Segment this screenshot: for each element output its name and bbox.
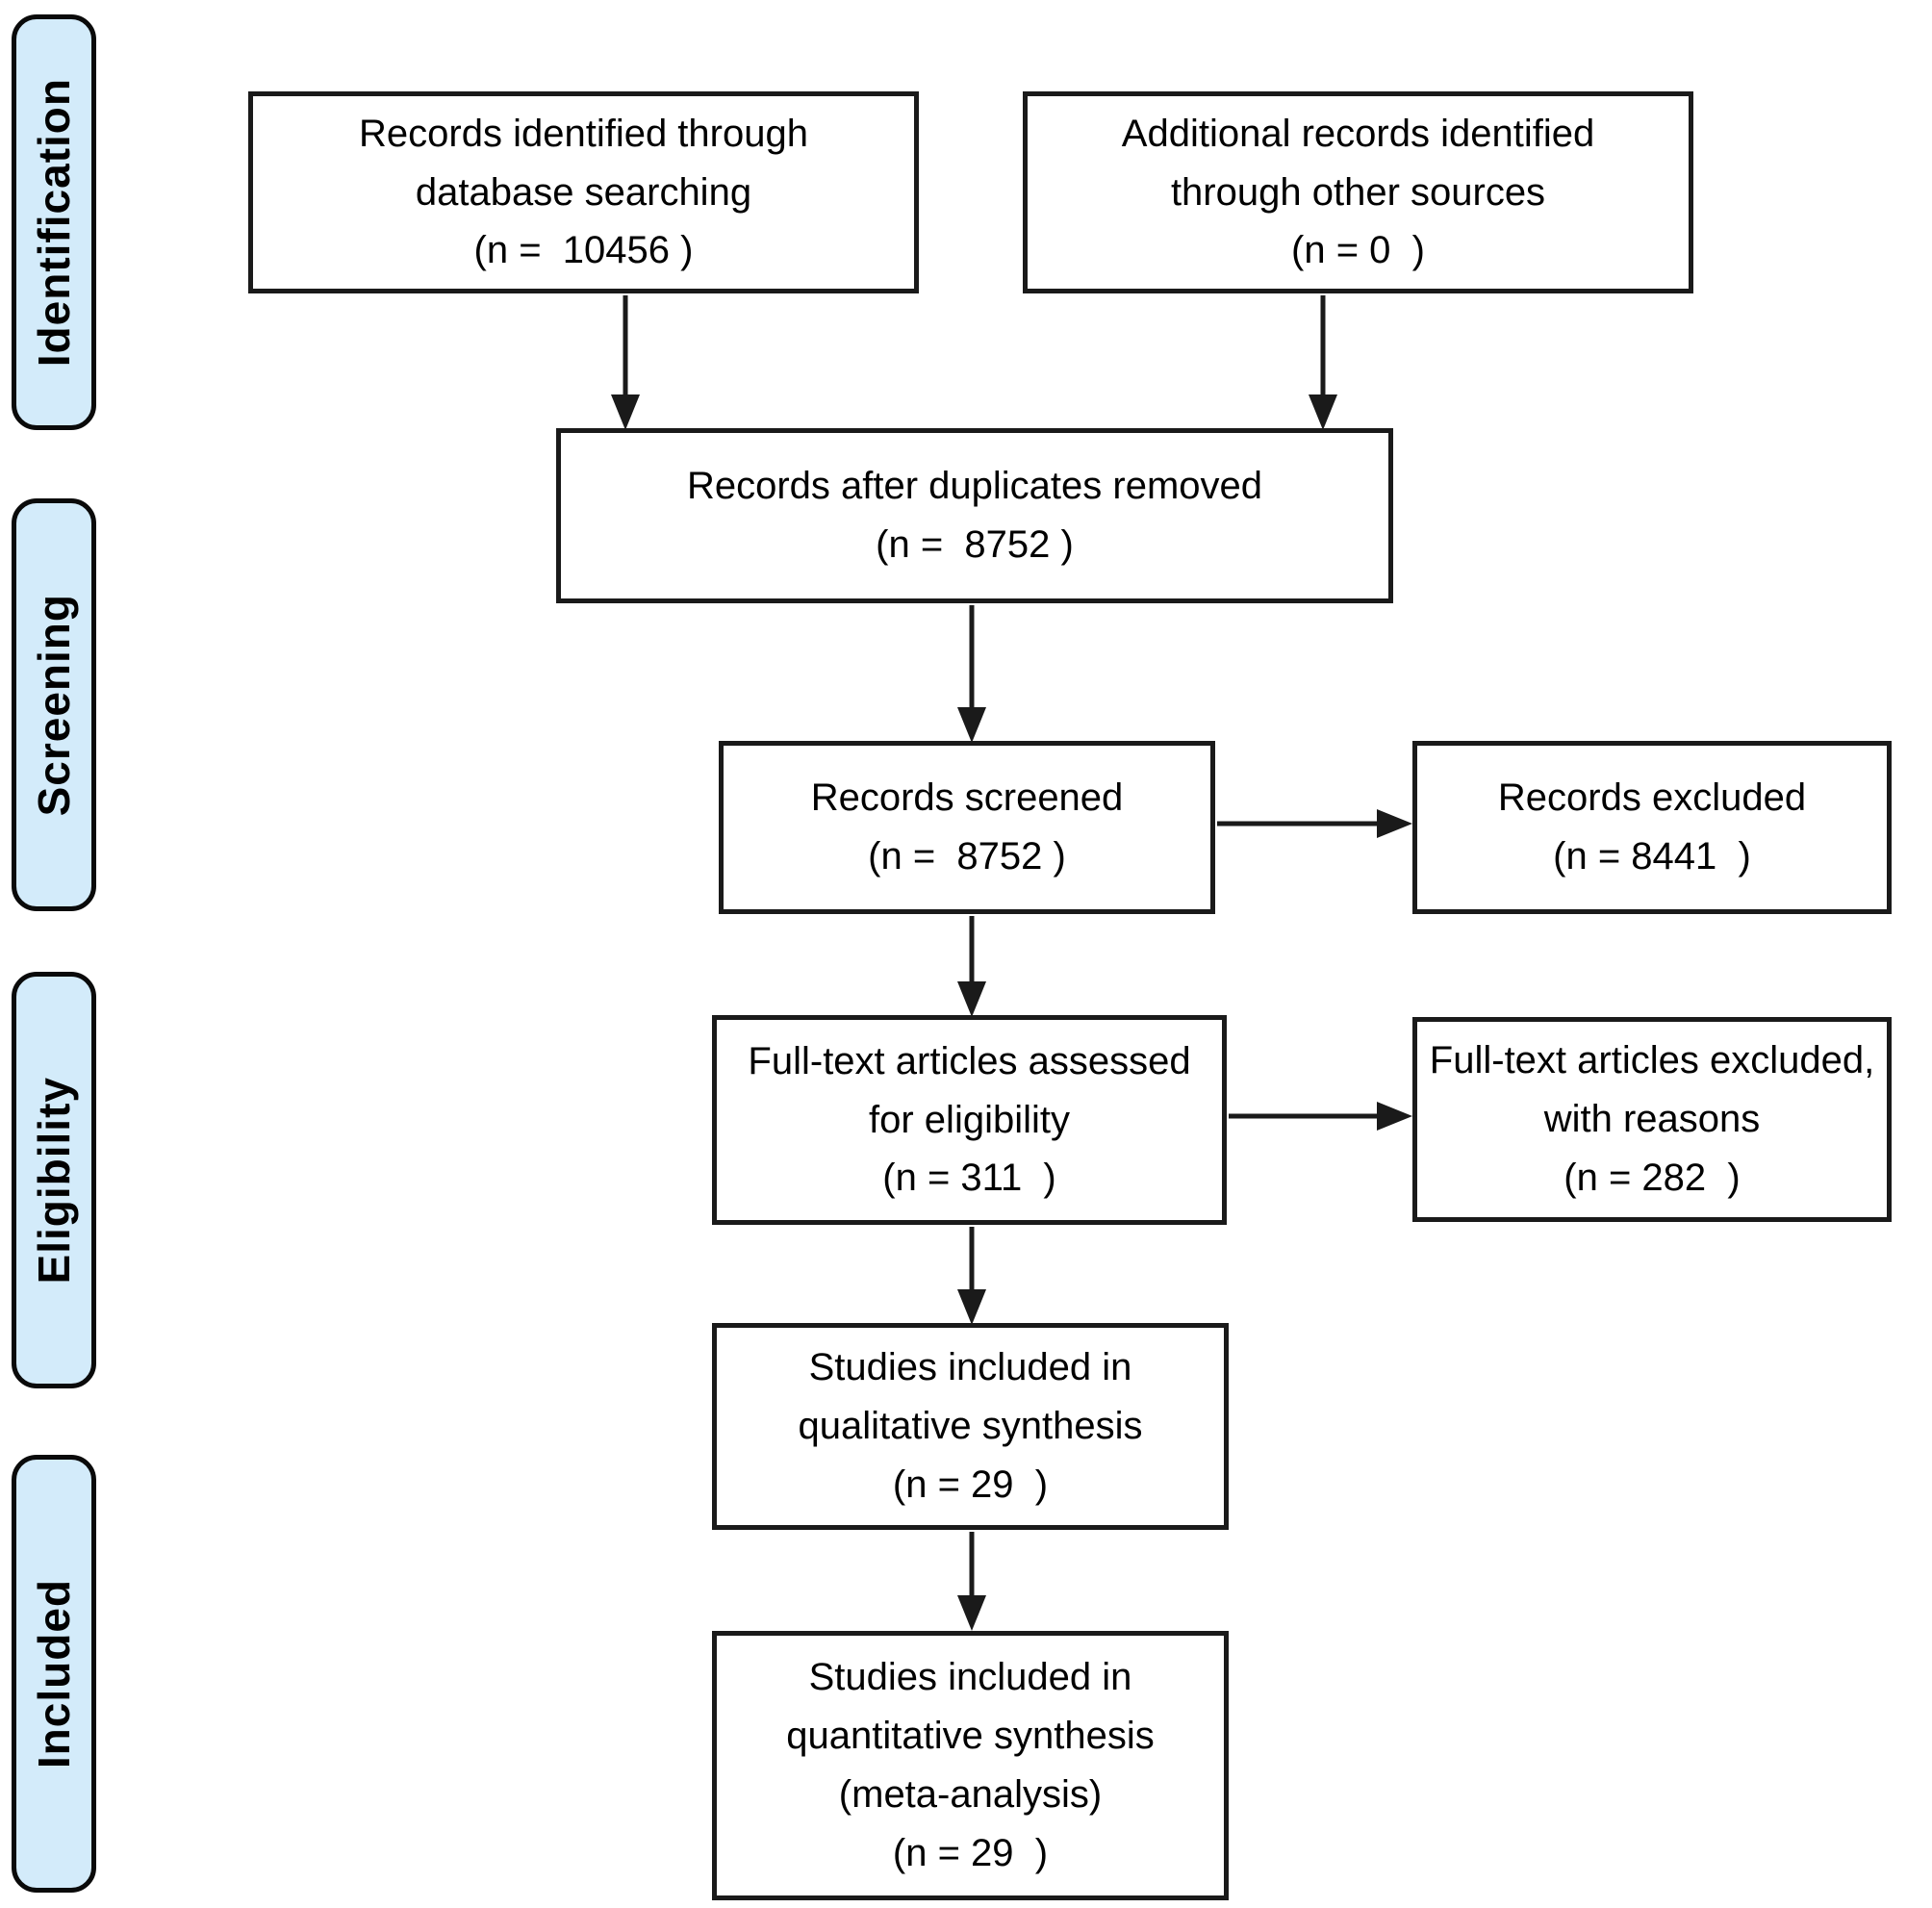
box-line: database searching bbox=[415, 170, 752, 214]
box-line: quantitative synthesis bbox=[786, 1715, 1155, 1758]
box-line: Records screened bbox=[810, 776, 1124, 820]
stage-label-text: Identification bbox=[29, 77, 79, 368]
box-count: (n = 10456 ) bbox=[473, 229, 694, 272]
stage-label-identification: Identification bbox=[12, 14, 96, 430]
box-count: (n = 8441 ) bbox=[1553, 835, 1751, 878]
stage-label-text: Screening bbox=[29, 593, 79, 817]
box-line: qualitative synthesis bbox=[798, 1405, 1143, 1448]
stage-label-eligibility: Eligibility bbox=[12, 972, 96, 1388]
box-line: Records excluded bbox=[1497, 776, 1807, 820]
box-count: (n = 29 ) bbox=[892, 1463, 1049, 1506]
arrow-fulltext-to-qualitative bbox=[957, 1227, 986, 1325]
box-line: Full-text articles excluded, bbox=[1429, 1039, 1875, 1082]
box-count: (n = 311 ) bbox=[882, 1157, 1056, 1200]
stage-label-included: Included bbox=[12, 1455, 96, 1893]
arrow-additional-to-dedup bbox=[1309, 295, 1337, 430]
box-line: through other sources bbox=[1170, 170, 1546, 214]
box-line: Additional records identified bbox=[1121, 112, 1595, 155]
box-duplicates-removed: Records after duplicates removed (n = 87… bbox=[556, 428, 1393, 603]
box-records-excluded: Records excluded (n = 8441 ) bbox=[1412, 741, 1892, 914]
box-count: (n = 8752 ) bbox=[876, 523, 1074, 566]
stage-label-screening: Screening bbox=[12, 498, 96, 911]
box-qualitative-synthesis: Studies included in qualitative synthesi… bbox=[712, 1323, 1229, 1530]
box-fulltext-excluded: Full-text articles excluded, with reason… bbox=[1412, 1017, 1892, 1222]
box-fulltext-assessed: Full-text articles assessed for eligibil… bbox=[712, 1015, 1227, 1225]
arrow-screened-to-fulltext bbox=[957, 916, 986, 1017]
stage-label-text: Eligibility bbox=[29, 1076, 79, 1285]
box-line: with reasons bbox=[1543, 1098, 1761, 1141]
box-records-identified: Records identified through database sear… bbox=[248, 91, 919, 293]
box-line: Studies included in bbox=[808, 1346, 1132, 1389]
box-quantitative-synthesis: Studies included in quantitative synthes… bbox=[712, 1631, 1229, 1900]
box-count: (n = 0 ) bbox=[1291, 229, 1425, 272]
box-line: for eligibility bbox=[869, 1098, 1070, 1141]
box-line: Studies included in bbox=[808, 1656, 1132, 1699]
box-records-screened: Records screened (n = 8752 ) bbox=[719, 741, 1215, 914]
box-count: (n = 29 ) bbox=[892, 1831, 1049, 1874]
box-additional-records: Additional records identified through ot… bbox=[1023, 91, 1693, 293]
box-line: Records after duplicates removed bbox=[686, 465, 1263, 508]
box-count: (n = 282 ) bbox=[1563, 1156, 1741, 1199]
box-count: (n = 8752 ) bbox=[868, 835, 1066, 878]
arrow-fulltext-to-excluded bbox=[1229, 1102, 1412, 1131]
arrow-qualitative-to-quantitative bbox=[957, 1532, 986, 1631]
stage-label-text: Included bbox=[29, 1578, 79, 1769]
arrow-identified-to-dedup bbox=[611, 295, 640, 430]
box-line: (meta-analysis) bbox=[838, 1773, 1103, 1816]
box-line: Records identified through bbox=[359, 112, 808, 155]
arrow-dedup-to-screened bbox=[957, 605, 986, 743]
box-line: Full-text articles assessed bbox=[748, 1039, 1191, 1082]
arrow-screened-to-excluded bbox=[1217, 809, 1412, 838]
